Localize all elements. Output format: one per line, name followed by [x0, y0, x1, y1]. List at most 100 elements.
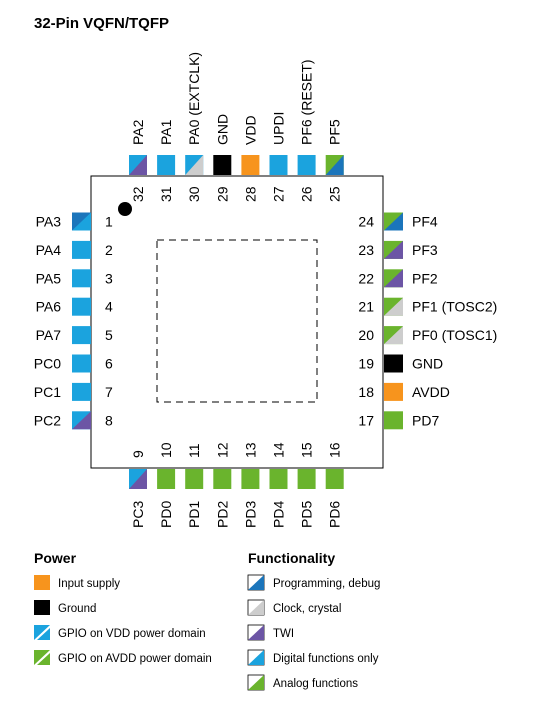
pin-8-box: [72, 411, 91, 430]
pin-30-number: 30: [186, 186, 202, 202]
pin-5-label: PA7: [36, 327, 62, 343]
pin-8-label: PC2: [34, 412, 61, 428]
pin-24-box: [384, 212, 403, 231]
pin-13-number: 13: [242, 442, 258, 458]
pin-26-label: PF6 (RESET): [299, 59, 315, 145]
pin-4-label: PA6: [36, 299, 62, 315]
pin-18-box: [384, 382, 403, 401]
pin-22-label: PF2: [412, 270, 438, 286]
pin-16-number: 16: [327, 442, 343, 458]
pin-19-label: GND: [412, 356, 443, 372]
pin-11-box: [185, 469, 204, 489]
pin-3-label: PA5: [36, 270, 62, 286]
pin-31-label: PA1: [158, 119, 174, 145]
pin-29-box: [213, 155, 232, 175]
pin-2-label: PA4: [36, 242, 62, 258]
legend-swatch: [34, 600, 50, 615]
pin-5-number: 5: [105, 327, 113, 343]
pin-9-number: 9: [130, 450, 146, 458]
legend-power-label: GPIO on AVDD power domain: [58, 653, 212, 665]
legend-swatch: [34, 575, 50, 590]
legend-power-label: Ground: [58, 603, 96, 615]
pin-24-number: 24: [358, 214, 374, 230]
legend-power-item: GPIO on VDD power domain: [34, 625, 206, 640]
legend-functionality-label: Clock, crystal: [273, 603, 341, 615]
pin-9-box: [129, 469, 147, 489]
pin-12-label: PD2: [214, 501, 230, 528]
pin-7-box: [72, 382, 91, 401]
pin-15-number: 15: [299, 442, 315, 458]
pin-17-box: [384, 411, 403, 430]
pin-21-box: [384, 297, 403, 316]
legend-functionality-label: TWI: [273, 628, 294, 640]
pin-9-label: PC3: [130, 501, 146, 528]
pin-30-label: PA0 (EXTCLK): [186, 52, 202, 145]
pin-27-label: UPDI: [271, 112, 287, 145]
pin-10-box: [157, 469, 176, 489]
pin-13-box: [241, 469, 260, 489]
pin1-marker: [118, 202, 132, 216]
pin-5-box: [72, 326, 91, 345]
pin-8-number: 8: [105, 412, 113, 428]
pin-1-number: 1: [105, 214, 113, 230]
legend-power-item: Ground: [34, 600, 96, 615]
pin-20-number: 20: [358, 327, 374, 343]
legend-functionality-item: Clock, crystal: [247, 599, 341, 616]
pin-1-box: [72, 212, 91, 231]
pin-22-number: 22: [358, 270, 374, 286]
pin-30-box: [185, 155, 204, 175]
legend-functionality-label: Analog functions: [273, 678, 358, 690]
pin-16-box: [325, 469, 344, 489]
pin-10-label: PD0: [158, 501, 174, 528]
pin-29-number: 29: [214, 186, 230, 202]
legend-power-label: GPIO on VDD power domain: [58, 628, 206, 640]
legend-functionality-label: Programming, debug: [273, 578, 380, 590]
pin-25-label: PF5: [327, 119, 343, 145]
legend-functionality-item: Analog functions: [247, 674, 358, 691]
pin-6-number: 6: [105, 356, 113, 372]
pin-19-number: 19: [358, 356, 374, 372]
pin-28-label: VDD: [242, 115, 258, 145]
pin-14-label: PD4: [271, 501, 287, 528]
pin-17-label: PD7: [412, 412, 439, 428]
pin-14-number: 14: [271, 442, 287, 458]
pin-23-number: 23: [358, 242, 374, 258]
pin-12-number: 12: [214, 442, 230, 458]
pin-25-number: 25: [327, 186, 343, 202]
pin-1-label: PA3: [36, 214, 62, 230]
pin-4-number: 4: [105, 299, 113, 315]
pin-15-label: PD5: [299, 501, 315, 528]
pin-16-label: PD6: [327, 501, 343, 528]
pin-6-label: PC0: [34, 356, 61, 372]
pin-29-label: GND: [214, 114, 230, 145]
pin-21-label: PF1 (TOSC2): [412, 299, 497, 315]
pin-28-box: [241, 155, 260, 175]
pin-26-box: [297, 155, 316, 175]
legend-power-title: Power: [34, 550, 77, 566]
legend-power-item: GPIO on AVDD power domain: [34, 650, 212, 665]
pin-24-label: PF4: [412, 214, 438, 230]
pin-3-box: [72, 269, 91, 288]
pin-32-box: [129, 155, 147, 175]
pin-32-label: PA2: [130, 119, 146, 145]
pin-13-label: PD3: [242, 501, 258, 528]
legend-functionality-item: Digital functions only: [247, 649, 379, 666]
pin-25-box: [325, 155, 344, 175]
pin-6-box: [72, 354, 91, 373]
pin-28-number: 28: [242, 186, 258, 202]
pin-23-label: PF3: [412, 242, 438, 258]
pin-22-box: [384, 269, 403, 288]
pin-12-box: [213, 469, 232, 489]
pin-4-box: [72, 297, 91, 316]
pin-31-number: 31: [158, 186, 174, 202]
pin-31-box: [157, 155, 176, 175]
pin-23-box: [384, 240, 403, 259]
pin-26-number: 26: [299, 186, 315, 202]
legend-power-item: Input supply: [34, 575, 120, 590]
legend-functionality-title: Functionality: [248, 550, 335, 566]
pin-20-label: PF0 (TOSC1): [412, 327, 497, 343]
diagram-title: 32-Pin VQFN/TQFP: [34, 15, 169, 32]
pin-19-box: [384, 354, 403, 373]
package-body: [90, 175, 384, 469]
